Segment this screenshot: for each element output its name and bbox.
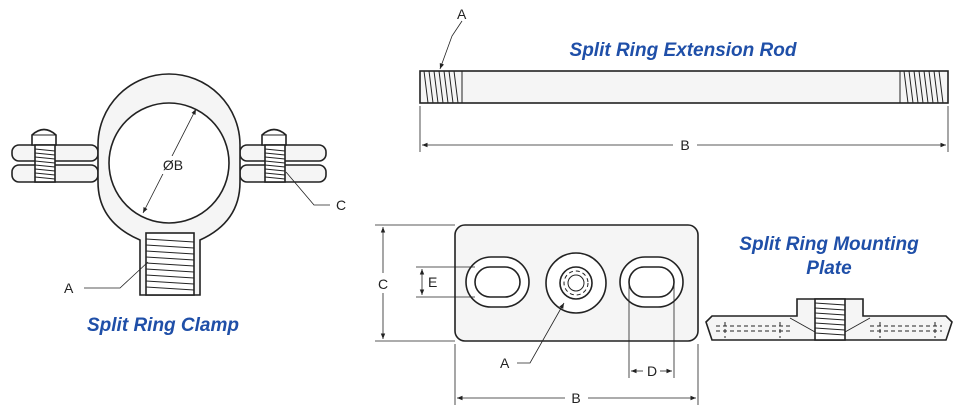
clamp-label-a: A [64,280,74,296]
rod-threads-right [903,70,944,104]
rod-label-b: B [680,137,689,153]
clamp-diameter-label: ØB [163,157,183,173]
plate-center-hole [559,266,593,300]
plate-right-slot-inner [628,266,675,298]
rod-body [419,70,949,104]
clamp-label-c: C [336,197,346,213]
plate-title-line1: Split Ring Mounting [739,234,919,255]
plate-label-b: B [571,390,580,406]
plate-label-e: E [428,274,437,290]
extension-rod-drawing: Split Ring Extension Rod A [419,6,949,153]
clamp-leader-a [84,261,149,289]
clamp-boss-threads [145,238,195,291]
clamp-left-screw-head [31,128,57,146]
rod-leader-a [439,20,463,70]
plate-label-c: C [378,276,388,292]
clamp-right-screw-head [261,128,287,146]
rod-title: Split Ring Extension Rod [570,40,797,61]
clamp-threaded-boss [145,232,195,296]
plate-title-line2: Plate [806,258,852,279]
plate-label-d: D [647,363,657,379]
plate-left-slot-inner [474,266,521,298]
plate-side-hidden-lines [716,317,942,338]
plate-side-threads [814,302,846,336]
clamp-leader-c [285,171,330,206]
plate-label-a: A [500,355,510,371]
split-ring-clamp-drawing: ØB A C Split Ring Clamp [11,73,346,336]
plate-leader-a [517,302,565,364]
rod-threads-left [423,70,459,104]
clamp-screw-threads [34,148,286,180]
clamp-title: Split Ring Clamp [87,315,239,336]
rod-label-a: A [457,6,467,22]
mounting-plate-side-view: Split Ring Mounting Plate [705,234,953,341]
mounting-plate-top-view: C E A D B [375,224,699,406]
